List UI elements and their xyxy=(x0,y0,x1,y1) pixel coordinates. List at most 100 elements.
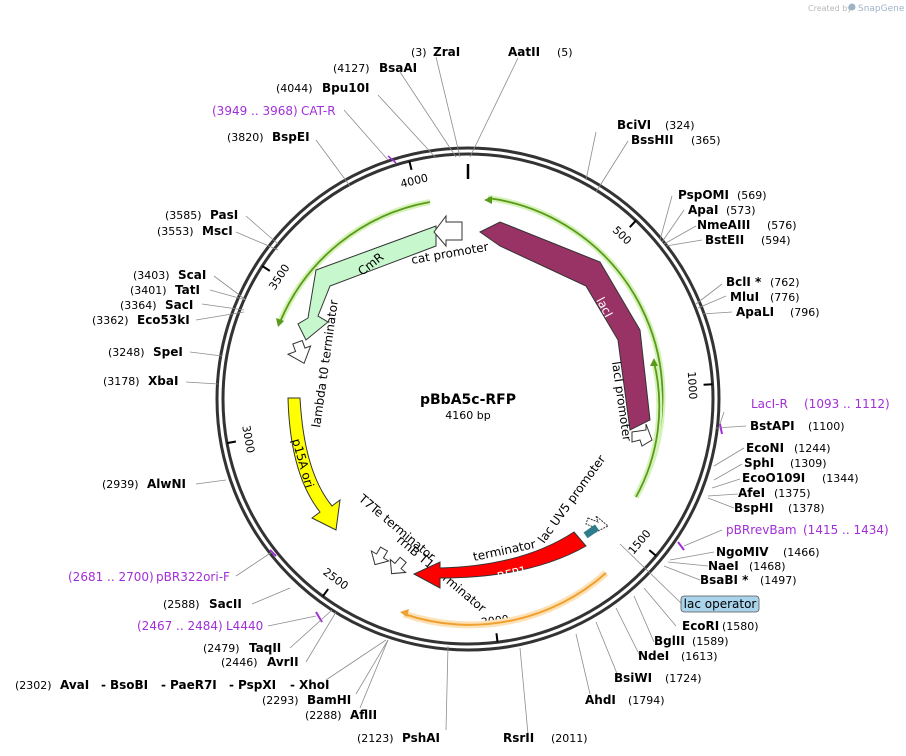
t7te-terminator-feature xyxy=(370,546,390,566)
l4440-name: L4440 xyxy=(226,619,263,633)
leader-aflii xyxy=(359,639,389,709)
leader-alwni xyxy=(195,479,227,485)
credit-brand: SnapGene xyxy=(858,4,905,14)
laci-promoter-feature xyxy=(631,423,653,447)
leader-lines xyxy=(185,56,747,735)
bglii-pos: (1589) xyxy=(692,635,729,648)
pbr322ori-f-primer-mark xyxy=(269,549,277,557)
leader-catr xyxy=(343,109,389,161)
scale-tick-mark xyxy=(703,383,713,386)
plasmid-length: 4160 bp xyxy=(445,409,490,422)
leader-bglii xyxy=(633,595,655,643)
cmr-outer-arc xyxy=(279,201,431,323)
bcli-pos: (762) xyxy=(770,276,800,289)
scale-tick-mark xyxy=(226,440,237,445)
ahdi-pos: (1794) xyxy=(628,694,665,707)
scale-tick-label: 1000 xyxy=(685,371,700,400)
pasi-pos: (3585) xyxy=(165,209,202,222)
leader-bcli xyxy=(695,283,723,305)
bspei-pos: (3820) xyxy=(227,131,264,144)
bsobi-name: BsoBI xyxy=(110,678,148,692)
bpu10i-name: Bpu10I xyxy=(322,81,369,95)
aflii-pos: (2288) xyxy=(305,709,342,722)
bglii-name: BglII xyxy=(654,634,685,648)
bsshii-name: BssHII xyxy=(631,133,673,147)
scale-tick-label: 1500 xyxy=(626,527,654,557)
scai-name: ScaI xyxy=(178,268,206,282)
leader-eco53ki xyxy=(195,311,245,321)
scale-tick-label: 3500 xyxy=(266,262,292,293)
nmeaiii-name: NmeAIII xyxy=(697,218,750,232)
cat-promoter-feature xyxy=(433,214,463,248)
ecori-pos: (1580) xyxy=(722,620,759,633)
xbai-name: XbaI xyxy=(148,374,178,388)
econi-name: EcoNI xyxy=(746,441,784,455)
leader-tati xyxy=(209,289,247,301)
leader-spei xyxy=(189,351,223,357)
avrii-pos: (2446) xyxy=(221,656,258,669)
leader-zrai xyxy=(435,56,461,158)
lac-uv5-promoter-feature xyxy=(585,514,609,533)
leader-l4440 xyxy=(267,615,317,627)
scale-tick-label: 2500 xyxy=(320,565,350,592)
leader-pbr322 xyxy=(235,551,273,577)
leader-nmeaiii xyxy=(663,225,697,245)
leader-bspei xyxy=(315,139,351,187)
leader-avrii xyxy=(305,611,337,663)
scale-tick-mark xyxy=(648,549,657,557)
apai-pos: (573) xyxy=(726,204,756,217)
xbai-pos: (3178) xyxy=(103,375,140,388)
bamhi-pos: (2293) xyxy=(262,694,299,707)
afei-pos: (1375) xyxy=(774,487,811,500)
leader-eco0109i xyxy=(711,478,741,489)
p15a-ori-label: p15A ori xyxy=(289,437,316,489)
scale-tick-label: 4000 xyxy=(399,171,429,190)
tati-pos: (3401) xyxy=(130,284,167,297)
laci-r-primer-mark xyxy=(719,423,723,435)
bsiwi-name: BsiWI xyxy=(614,671,652,685)
bsaai-name: BsaAI xyxy=(379,61,417,75)
eco0109i-name: EcoO109I xyxy=(742,471,805,485)
pspomi-name: PspOMI xyxy=(678,188,729,202)
leader-aatii xyxy=(469,57,519,158)
lac-operator-label: lac operator xyxy=(684,597,757,611)
leader-naei xyxy=(667,561,709,567)
ahdi-name: AhdI xyxy=(585,693,616,707)
bsabi-name: BsaBI * xyxy=(700,573,749,587)
bcivi-pos: (324) xyxy=(665,119,695,132)
bstapi-name: BstAPI xyxy=(750,419,795,433)
laci-r-pos: (1093 .. 1112) xyxy=(804,397,890,411)
scale-tick-mark xyxy=(261,265,271,272)
eco0109i-pos: (1344) xyxy=(822,472,859,485)
ndei-pos: (1613) xyxy=(681,650,718,663)
aflii-name: AflII xyxy=(350,708,377,722)
leader-mlui xyxy=(697,295,727,309)
sacii-name: SacII xyxy=(209,597,242,611)
plasmid-name: pBbA5c-RFP xyxy=(420,392,516,408)
spei-pos: (3248) xyxy=(108,346,145,359)
bpu10i-pos: (4044) xyxy=(276,82,313,95)
scale-tick-mark xyxy=(629,219,637,228)
bspei-name: BspEI xyxy=(272,130,310,144)
aatii-name: AatII xyxy=(508,45,540,59)
rsrii-pos: (2011) xyxy=(551,732,588,745)
leader-sacii xyxy=(251,587,291,605)
apali-name: ApaLI xyxy=(736,305,774,319)
saci-name: SacI xyxy=(165,298,193,312)
credit-prefix: Created by xyxy=(808,4,852,13)
leader-apai xyxy=(661,209,685,243)
pasi-name: PasI xyxy=(210,208,238,222)
laci-arc-arrowhead xyxy=(484,196,492,204)
bamhi-name: BamHI xyxy=(307,693,351,707)
msci-pos: (3553) xyxy=(157,225,194,238)
leader-bstapi xyxy=(715,425,747,429)
snapgene-logo-icon xyxy=(848,3,856,11)
pshai-name: PshAI xyxy=(402,731,440,745)
avai-separator-4: - xyxy=(290,678,295,692)
leader-bpu10i xyxy=(377,94,437,159)
eco53ki-pos: (3362) xyxy=(92,314,129,327)
leader-pshai xyxy=(445,645,449,731)
l4440-primer-mark xyxy=(315,611,323,623)
cmr-feature xyxy=(297,225,437,341)
